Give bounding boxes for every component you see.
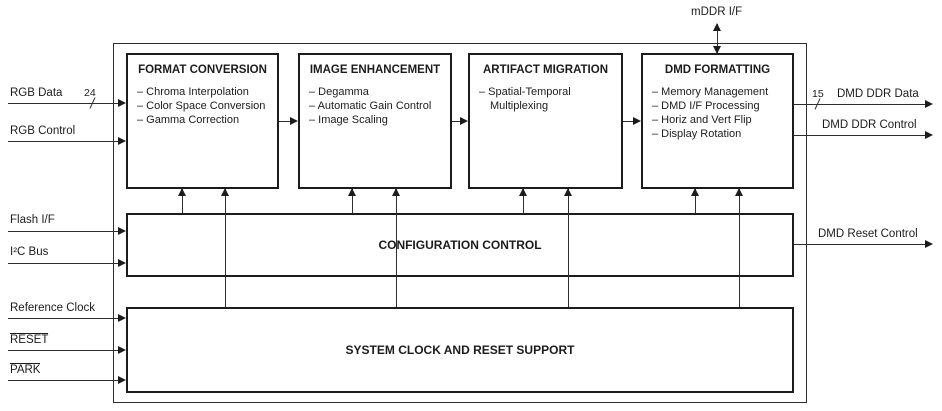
reset-arrow <box>8 346 126 355</box>
dmd-ddr-data-bus-width: 15 <box>812 88 824 100</box>
system-to-dmd-arrow <box>735 188 744 307</box>
block-item: – Spatial-Temporal Multiplexing <box>479 86 571 112</box>
system-to-artifact-arrow <box>564 188 573 307</box>
dmd-ddr-data-label: DMD DDR Data <box>837 88 919 100</box>
format-to-enhancement-arrow <box>279 117 298 126</box>
park-label: PARK <box>10 363 41 376</box>
rgb-data-arrow <box>8 99 126 108</box>
block-item: – Image Scaling <box>309 114 388 126</box>
dmd-reset-control-arrow <box>794 240 933 249</box>
block-image-enhancement: IMAGE ENHANCEMENT – Degamma – Automatic … <box>298 53 452 189</box>
block-format-conversion: FORMAT CONVERSION – Chroma Interpolation… <box>126 53 279 189</box>
block-title: ARTIFACT MIGRATION <box>483 64 608 76</box>
reference-clock-label: Reference Clock <box>10 302 96 314</box>
rgb-data-bus-width: 24 <box>84 87 96 99</box>
park-arrow <box>8 376 126 385</box>
block-item-list: – Spatial-Temporal Multiplexing <box>479 85 618 113</box>
config-to-format-arrow <box>178 188 187 213</box>
i2c-bus-arrow <box>8 259 126 268</box>
reference-clock-arrow <box>8 314 126 323</box>
system-to-enhancement-arrow <box>392 188 401 307</box>
dmd-reset-control-label: DMD Reset Control <box>818 228 918 240</box>
bar-title: CONFIGURATION CONTROL <box>378 238 542 252</box>
dmd-ddr-data-arrow <box>794 100 933 109</box>
mddr-if-arrow <box>713 23 722 54</box>
block-item: – Degamma <box>309 86 369 98</box>
block-title: IMAGE ENHANCEMENT <box>309 64 441 76</box>
block-artifact-migration: ARTIFACT MIGRATION – Spatial-Temporal Mu… <box>468 53 623 189</box>
block-item: – Gamma Correction <box>137 114 240 126</box>
config-to-dmd-arrow <box>691 188 700 213</box>
block-item: – Chroma Interpolation <box>137 86 249 98</box>
block-item-list: – Memory Management – DMD I/F Processing… <box>652 85 789 141</box>
block-item: – Memory Management <box>652 86 769 98</box>
block-item-list: – Degamma – Automatic Gain Control – Ima… <box>309 85 447 127</box>
mddr-if-label: mDDR I/F <box>691 6 743 18</box>
configuration-control-bar: CONFIGURATION CONTROL <box>126 213 794 277</box>
block-title: FORMAT CONVERSION <box>138 64 267 76</box>
artifact-to-dmd-arrow <box>623 117 641 126</box>
rgb-control-arrow <box>8 137 126 146</box>
block-item: – Display Rotation <box>652 128 742 140</box>
block-item: – Automatic Gain Control <box>309 100 432 112</box>
system-to-format-arrow <box>221 188 230 307</box>
reset-label: RESET <box>10 333 49 346</box>
block-item: – Color Space Conversion <box>137 100 266 112</box>
system-clock-reset-bar: SYSTEM CLOCK AND RESET SUPPORT <box>126 307 794 393</box>
enhancement-to-artifact-arrow <box>452 117 468 126</box>
block-item-list: – Chroma Interpolation – Color Space Con… <box>137 85 274 127</box>
flash-if-label: Flash I/F <box>10 214 55 226</box>
block-title: DMD FORMATTING <box>664 64 771 76</box>
dmd-ddr-control-label: DMD DDR Control <box>822 119 917 131</box>
config-to-artifact-arrow <box>519 188 528 213</box>
rgb-control-label: RGB Control <box>10 125 76 137</box>
bar-title: SYSTEM CLOCK AND RESET SUPPORT <box>345 343 575 357</box>
flash-if-arrow <box>8 227 126 236</box>
config-to-enhancement-arrow <box>348 188 357 213</box>
i2c-bus-label: I²C Bus <box>10 246 49 258</box>
block-dmd-formatting: DMD FORMATTING – Memory Management – DMD… <box>641 53 794 189</box>
dmd-ddr-control-arrow <box>794 131 933 140</box>
block-item: – Horiz and Vert Flip <box>652 114 752 126</box>
block-item: – DMD I/F Processing <box>652 100 760 112</box>
rgb-data-label: RGB Data <box>10 87 63 99</box>
